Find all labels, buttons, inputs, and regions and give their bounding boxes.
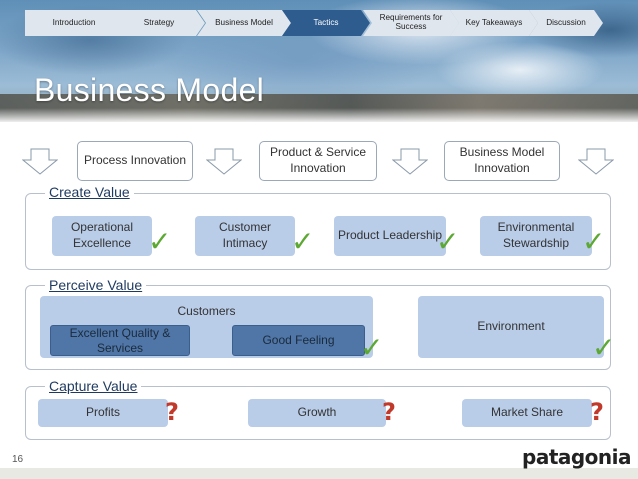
check-icon: ✓ bbox=[360, 331, 384, 364]
check-icon: ✓ bbox=[291, 225, 315, 258]
market-share-box: Market Share bbox=[462, 399, 592, 427]
tab-requirements-for-success[interactable]: Requirements for Success bbox=[363, 10, 459, 36]
question-icon: ? bbox=[165, 398, 179, 426]
check-icon: ✓ bbox=[436, 225, 460, 258]
check-icon: ✓ bbox=[148, 225, 172, 258]
process-innovation-box: Process Innovation bbox=[77, 141, 193, 181]
tab-key-takeaways[interactable]: Key Takeaways bbox=[450, 10, 538, 36]
business-model-innovation-box: Business Model Innovation bbox=[444, 141, 560, 181]
down-arrow-icon bbox=[578, 148, 614, 175]
page-title: Business Model bbox=[34, 72, 265, 108]
down-arrow-icon bbox=[206, 148, 242, 175]
question-icon: ? bbox=[382, 398, 396, 426]
customer-intimacy-box: Customer Intimacy bbox=[195, 216, 295, 256]
capture-value-section bbox=[25, 386, 611, 440]
environmental-stewardship-box: Environmental Stewardship bbox=[480, 216, 592, 256]
tab-discussion[interactable]: Discussion bbox=[529, 10, 603, 36]
perceive-value-label: Perceive Value bbox=[45, 277, 147, 293]
banner-fade bbox=[0, 108, 638, 122]
footer-bar bbox=[0, 468, 638, 479]
good-feeling-box: Good Feeling bbox=[232, 325, 365, 356]
environment-box: Environment bbox=[418, 296, 604, 358]
patagonia-logo: patagonia bbox=[522, 445, 632, 469]
tab-strategy[interactable]: Strategy bbox=[113, 10, 205, 36]
down-arrow-icon bbox=[22, 148, 58, 175]
excellent-quality-services-box: Excellent Quality & Services bbox=[50, 325, 190, 356]
product-service-innovation-box: Product & Service Innovation bbox=[259, 141, 377, 181]
operational-excellence-box: Operational Excellence bbox=[52, 216, 152, 256]
profits-box: Profits bbox=[38, 399, 168, 427]
create-value-section bbox=[25, 193, 611, 270]
capture-value-label: Capture Value bbox=[45, 378, 142, 394]
section-nav: Introduction Strategy Business Model Tac… bbox=[25, 10, 603, 36]
tab-introduction[interactable]: Introduction bbox=[25, 10, 123, 36]
question-icon: ? bbox=[590, 398, 604, 426]
tab-tactics[interactable]: Tactics bbox=[282, 10, 370, 36]
down-arrow-icon bbox=[392, 148, 428, 175]
slide-number: 16 bbox=[12, 454, 24, 465]
perceive-value-section bbox=[25, 285, 611, 370]
create-value-label: Create Value bbox=[45, 184, 134, 200]
product-leadership-box: Product Leadership bbox=[334, 216, 446, 256]
tab-business-model[interactable]: Business Model bbox=[197, 10, 291, 36]
check-icon: ✓ bbox=[592, 331, 616, 364]
growth-box: Growth bbox=[248, 399, 386, 427]
check-icon: ✓ bbox=[582, 225, 606, 258]
customers-label: Customers bbox=[177, 304, 236, 318]
